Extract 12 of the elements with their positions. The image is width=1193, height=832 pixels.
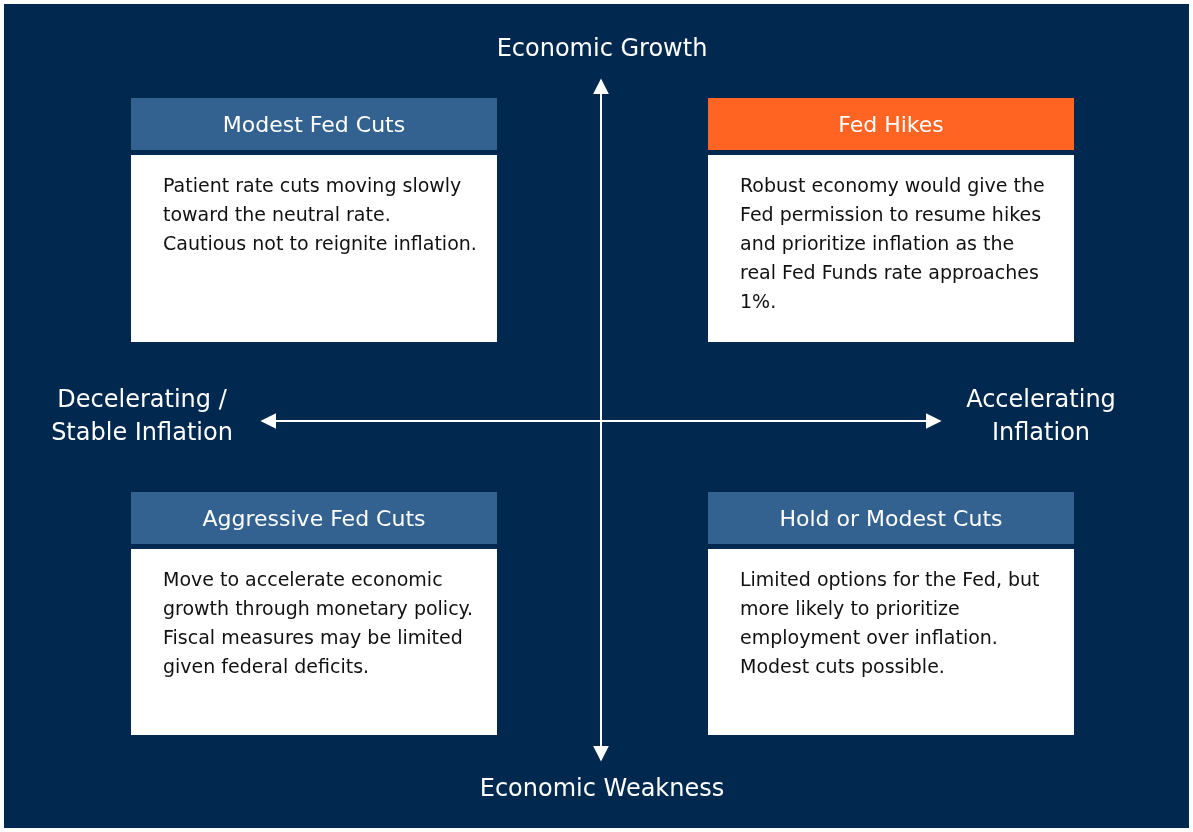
quadrant-description: Limited options for the Fed, but more likely to prioritize employment over inflation. Modest cuts possible. [708, 549, 1074, 735]
growth-axis-label: Economic Growth [495, 33, 709, 64]
inflation-axis-label: Accelerating Inflation [965, 384, 1117, 448]
quadrant-description: Move to accelerate economic growth through monetary policy. Fiscal measures may be limited given federal deficits. [131, 549, 497, 735]
weakness-axis-label: Economic Weakness [478, 773, 726, 804]
quadrant-description: Robust economy would give the Fed permission to resume hikes and prioritize inflation as the real Fed Funds rate approaches 1%. [708, 155, 1074, 342]
quadrant-header: Fed Hikes [708, 98, 1074, 150]
inflation-axis-label: Decelerating / Stable Inflation [50, 384, 234, 448]
quadrant-description: Patient rate cuts moving slowly toward the neutral rate. Cautious not to reignite inflation. [131, 155, 497, 342]
quadrant-header: Hold or Modest Cuts [708, 492, 1074, 544]
quadrant-header: Aggressive Fed Cuts [131, 492, 497, 544]
quadrant-header: Modest Fed Cuts [131, 98, 497, 150]
